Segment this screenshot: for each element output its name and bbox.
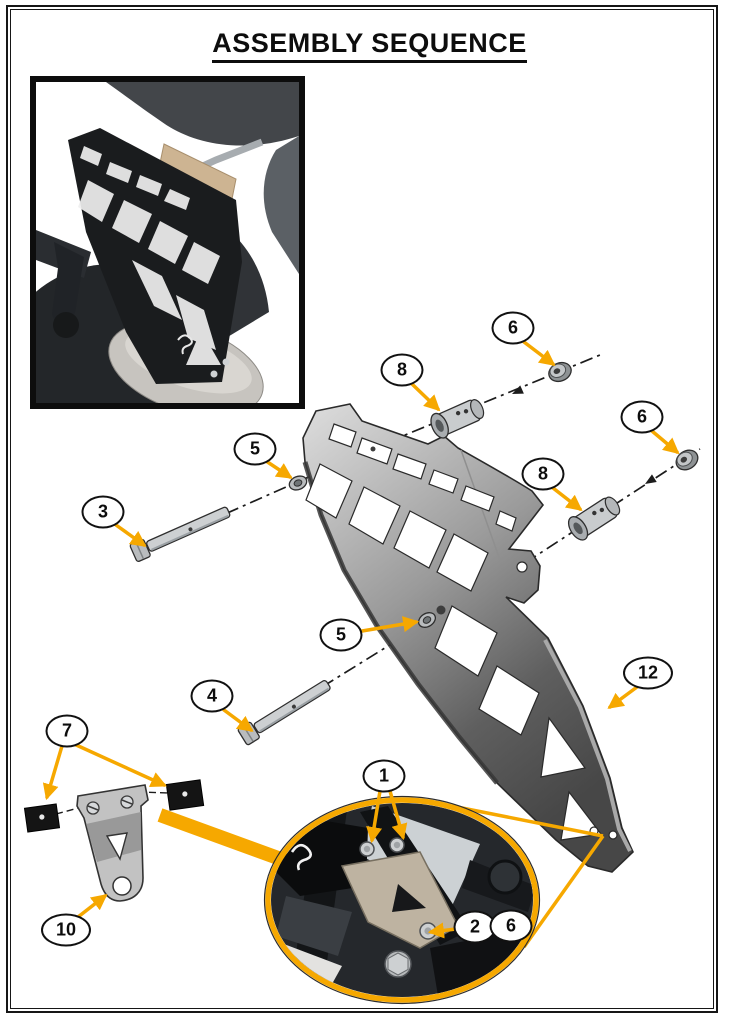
callout-8-right: 8 (521, 457, 565, 491)
callout-10: 10 (41, 913, 91, 947)
rack-mid-hole (436, 605, 446, 615)
callout-2-detail: 2 (453, 910, 497, 944)
detail-ring-outline (263, 795, 541, 1005)
bolt-4 (237, 680, 331, 746)
callout-6-right: 6 (620, 400, 664, 434)
mounted-rack-photo-art (0, 82, 299, 500)
callout-3: 3 (81, 495, 125, 529)
callout-4: 4 (190, 679, 234, 713)
spacer-top (430, 399, 485, 439)
logo-squiggle (290, 843, 313, 871)
rack-underside-edge (302, 461, 499, 785)
callout-5-upper: 5 (233, 432, 277, 466)
washer-upper (288, 475, 308, 491)
page-title: ASSEMBLY SEQUENCE (0, 28, 739, 63)
spacer-right (567, 496, 621, 541)
footpeg-end (53, 312, 79, 338)
bracket-bottom-hole (112, 876, 132, 896)
detail-ring (265, 797, 539, 1003)
callout-12: 12 (623, 656, 673, 690)
rubber-pad-right (165, 779, 205, 811)
bolt-3 (129, 506, 231, 563)
detail-view (263, 795, 541, 1005)
rack-cutouts (305, 423, 618, 841)
photo-rack-shape (68, 128, 242, 384)
rack-foot-highlight (543, 639, 632, 852)
washer-mid (417, 612, 437, 628)
seat-shape (106, 82, 299, 146)
callout-6-detail: 6 (489, 909, 533, 943)
callout-1: 1 (362, 759, 406, 793)
footpeg-shape (52, 242, 84, 325)
rack-plate (302, 403, 634, 873)
callout-7: 7 (45, 714, 89, 748)
callout-6-top: 6 (491, 311, 535, 345)
callout-arrows (42, 340, 680, 939)
detail-connector-lines (451, 804, 605, 949)
callout-8-top: 8 (380, 353, 424, 387)
bracket-screws (86, 795, 134, 815)
bracket-assembly (23, 779, 205, 902)
flange-nut-right (675, 449, 699, 471)
page-title-text: ASSEMBLY SEQUENCE (212, 28, 527, 63)
logo-squiggle (177, 334, 193, 355)
rack-rail-hole (370, 446, 376, 452)
mounted-rack-photo (0, 76, 305, 500)
bracket-triangle-cutout (105, 832, 128, 861)
callout-5-mid: 5 (319, 618, 363, 652)
rubber-pad-left (23, 803, 61, 833)
body-panel-shape (263, 136, 299, 274)
